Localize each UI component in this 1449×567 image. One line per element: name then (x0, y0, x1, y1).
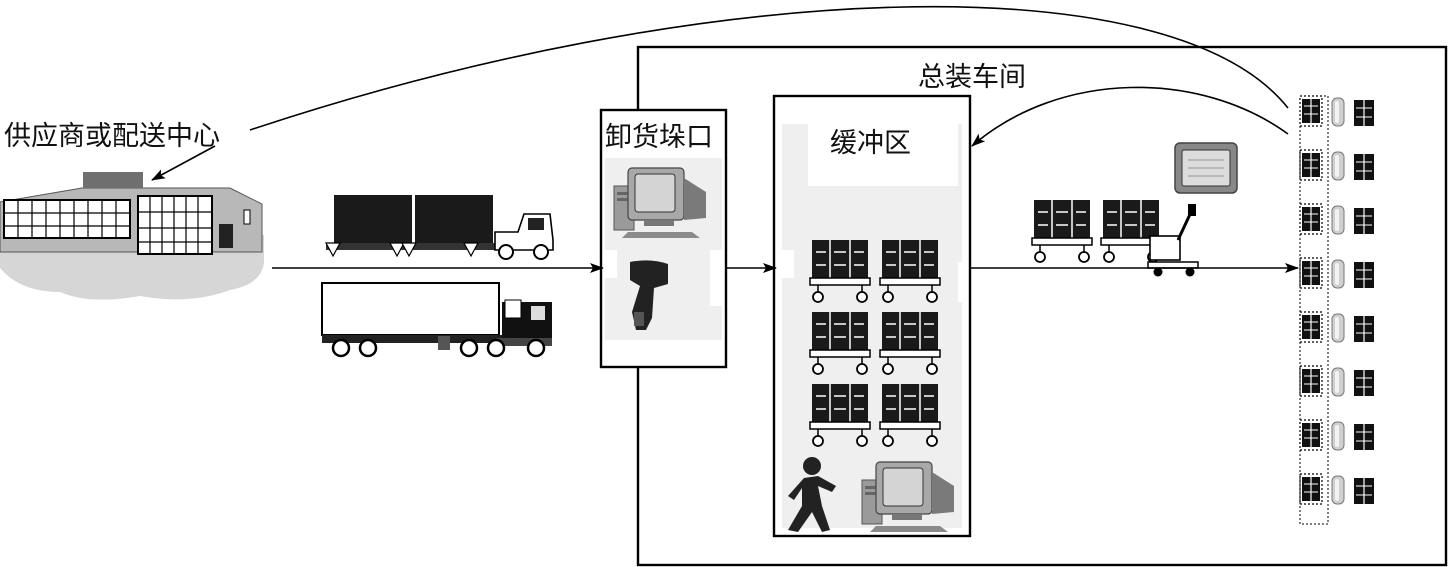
supplier-pointer-arrow (151, 145, 216, 181)
assembly-workshop-label: 总装车间 (918, 62, 1026, 93)
assembly-line-station-icon (1299, 95, 1375, 525)
buffer-zone-label: 缓冲区 (830, 128, 911, 159)
flatbed-truck-icon (324, 195, 554, 260)
supplier-label: 供应商或配送中心 (4, 121, 220, 152)
assembly-workshop-box (636, 45, 1448, 567)
barcode-scanner-icon (630, 260, 668, 330)
feedback-curve-to-buffer (971, 86, 1289, 147)
monitor-icon (1174, 142, 1238, 194)
unloading-dock-label: 卸货垛口 (605, 122, 713, 153)
warehouse-building-icon (0, 172, 264, 300)
feedback-curve-to-supplier (249, 5, 1289, 131)
material-cart-icon (1031, 199, 1093, 263)
pallet-jack-icon (1147, 204, 1199, 277)
worker-icon (788, 457, 836, 532)
semi-trailer-truck-icon (321, 282, 552, 358)
